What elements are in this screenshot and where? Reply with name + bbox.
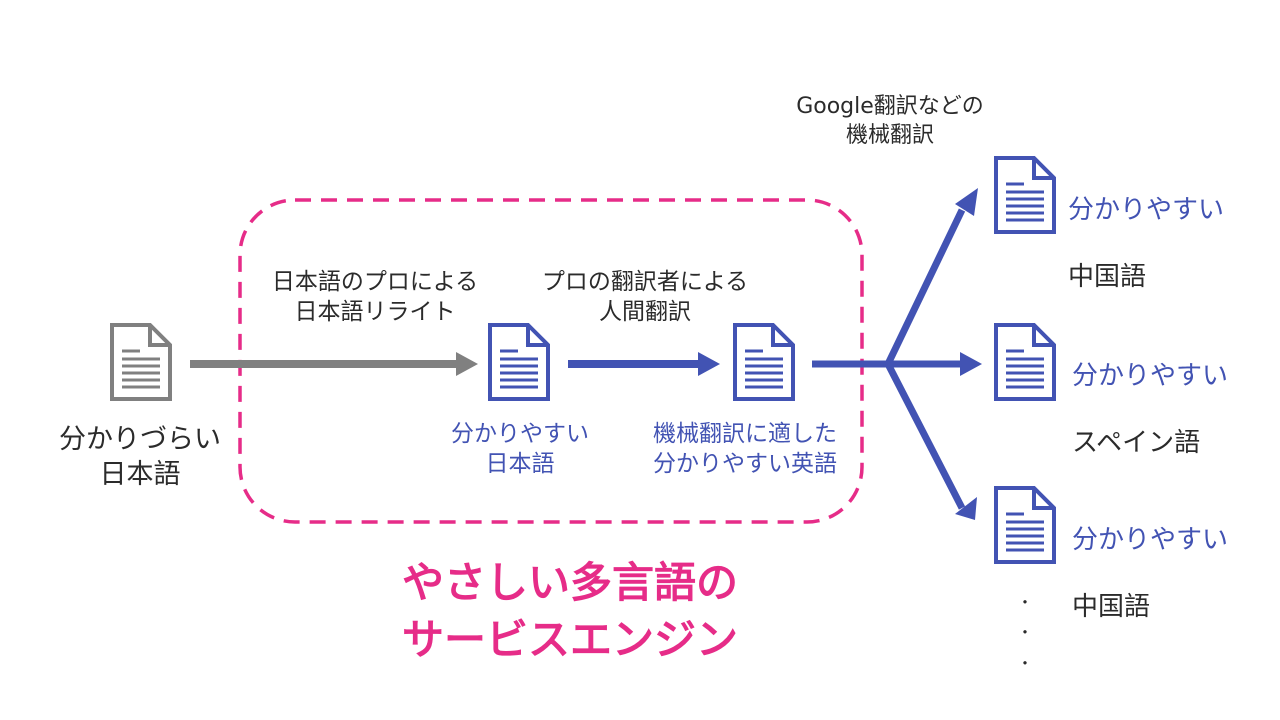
translate-arrow-icon <box>568 352 720 376</box>
source-label: 分かりづらい 日本語 <box>59 424 221 491</box>
output-label-3: 分かりやすい 中国語 <box>1072 490 1272 625</box>
output-label-1: 分かりやすい 中国語 <box>1068 160 1268 295</box>
machine-translation-caption: Google翻訳などの 機械翻訳 <box>796 94 984 148</box>
rewrite-arrow-icon <box>190 352 478 376</box>
source-document-icon <box>110 323 172 401</box>
human-translation-caption: プロの翻訳者による 人間翻訳 <box>541 269 749 325</box>
rewritten-japanese-label: 分かりやすい 日本語 <box>451 421 589 477</box>
service-engine-title: やさしい多言語の サービスエンジン <box>401 558 738 664</box>
english-label: 機械翻訳に適した 分かりやすい英語 <box>653 421 837 477</box>
output-2-line2: スペイン語 <box>1072 428 1201 459</box>
rewritten-japanese-document-icon <box>488 323 550 401</box>
output-1-line2: 中国語 <box>1068 262 1147 293</box>
english-document-icon <box>733 323 795 401</box>
rewrite-caption: 日本語のプロによる 日本語リライト <box>271 269 479 325</box>
output-3-line2: 中国語 <box>1072 592 1151 623</box>
output-document-icon-2 <box>994 323 1056 401</box>
arrowhead-right-icon <box>960 352 982 376</box>
output-2-line1: 分かりやすい <box>1072 360 1229 391</box>
output-1-line1: 分かりやすい <box>1068 194 1225 225</box>
ellipsis: ・ ・ ・ <box>1016 593 1033 673</box>
output-document-icon-3 <box>994 486 1056 564</box>
arrowhead-up-icon <box>955 188 978 216</box>
output-label-2: 分かりやすい スペイン語 <box>1072 326 1272 461</box>
output-document-icon-1 <box>994 156 1056 234</box>
output-3-line1: 分かりやすい <box>1072 524 1229 555</box>
machine-translation-arrows-icon <box>812 208 966 510</box>
arrowhead-down-icon <box>955 497 977 520</box>
